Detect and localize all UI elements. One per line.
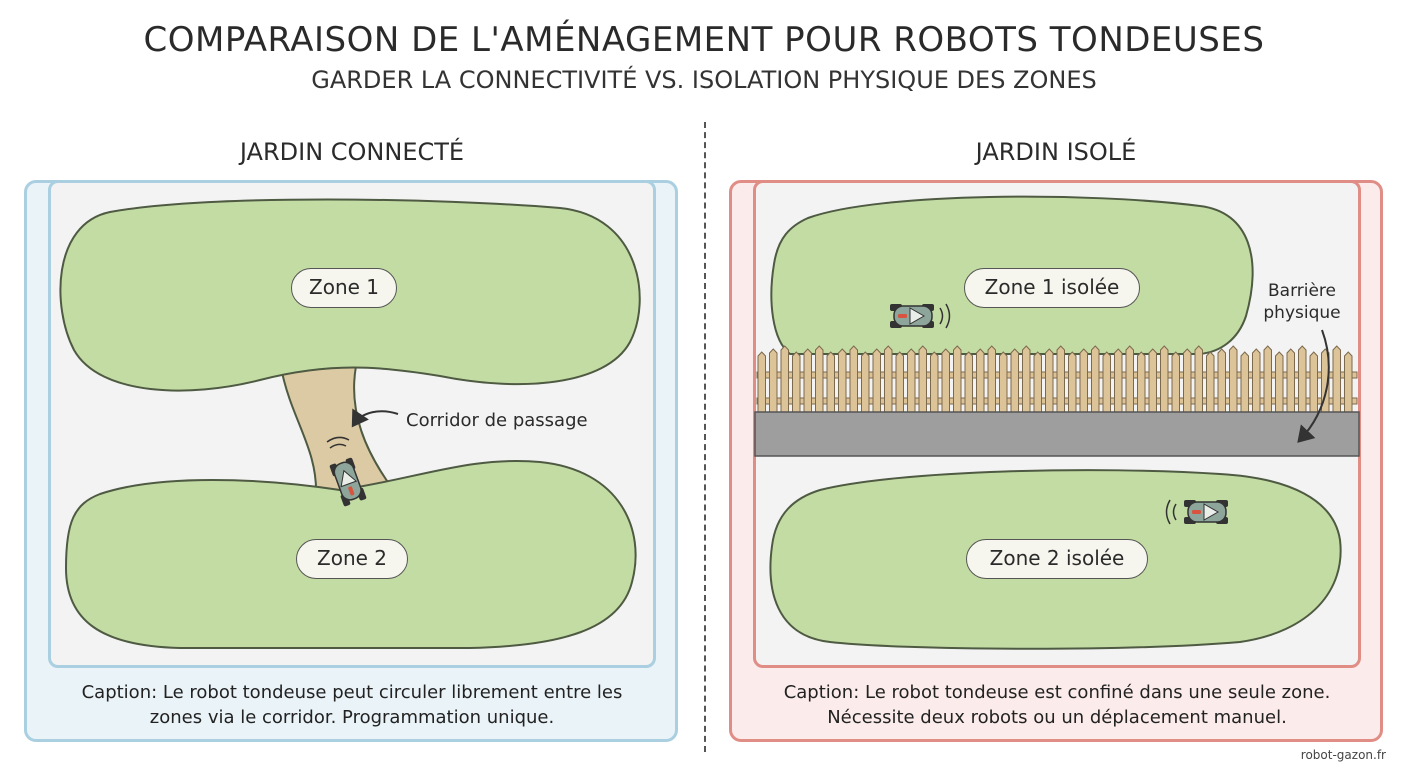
fence-picket (1148, 348, 1157, 413)
right-caption-line2: Nécessite deux robots ou un déplacement … (827, 707, 1287, 728)
fence-picket (1160, 345, 1169, 413)
fence-picket (964, 351, 973, 413)
fence-picket (1045, 348, 1054, 413)
isolated-zone-2-label: Zone 2 isolée (966, 539, 1148, 579)
page-title: COMPARAISON DE L'AMÉNAGEMENT POUR ROBOTS… (143, 20, 1265, 60)
fence-picket (1275, 351, 1284, 413)
signal-waves-icon (326, 436, 350, 449)
fence-picket (815, 345, 824, 413)
fence-picket (1068, 351, 1077, 413)
fence-picket (907, 348, 916, 413)
left-panel-title: JARDIN CONNECTÉ (239, 138, 465, 166)
center-divider (704, 122, 706, 752)
barrier-arrow-icon (1297, 329, 1330, 443)
fence-picket (941, 348, 950, 413)
fence-picket (1033, 351, 1042, 413)
robot-mower-zone2-icon (1184, 500, 1228, 524)
fence-picket (1206, 351, 1215, 413)
fence-picket (1194, 345, 1203, 413)
fence-picket (895, 351, 904, 413)
fence-picket (1217, 348, 1226, 413)
fence-picket (930, 351, 939, 413)
zone-1-label: Zone 1 (291, 268, 397, 308)
left-caption: Caption: Le robot tondeuse peut circuler… (32, 680, 672, 730)
corridor-label: Corridor de passage (406, 410, 588, 431)
right-caption: Caption: Le robot tondeuse est confiné d… (737, 680, 1377, 730)
fence-picket (1252, 348, 1261, 413)
fence-picket (1056, 345, 1065, 413)
fence-picket (792, 351, 801, 413)
right-panel-title: JARDIN ISOLÉ (975, 138, 1137, 166)
fence-picket (953, 345, 962, 413)
fence-picket (872, 348, 881, 413)
fence-picket (1125, 345, 1134, 413)
fence-picket (1079, 348, 1088, 413)
fence-picket (1286, 348, 1295, 413)
fence-picket (1010, 348, 1019, 413)
fence-base (754, 411, 1360, 457)
fence-picket (1114, 348, 1123, 413)
fence-picket (1102, 351, 1111, 413)
fence-picket (849, 345, 858, 413)
left-caption-line1: Caption: Le robot tondeuse peut circuler… (81, 682, 623, 703)
fence-picket (1171, 351, 1180, 413)
signal-waves-zone1-icon (939, 303, 951, 329)
robot-mower-icon (329, 457, 367, 507)
right-caption-line1: Caption: Le robot tondeuse est confiné d… (783, 682, 1331, 703)
fence-picket (1332, 345, 1341, 413)
fence-picket (1183, 348, 1192, 413)
fence-picket (884, 345, 893, 413)
fence-picket (999, 351, 1008, 413)
fence-picket (757, 351, 766, 413)
barrier-label-line2: physique (1263, 303, 1341, 323)
isolated-zone-1-label: Zone 1 isolée (964, 268, 1140, 308)
fence-picket (780, 345, 789, 413)
fence-picket (987, 345, 996, 413)
signal-waves-zone2-icon (1165, 499, 1177, 525)
fence-picket (1091, 345, 1100, 413)
fence-picket (1022, 345, 1031, 413)
fence-picket (803, 348, 812, 413)
corridor-arrow-icon (351, 408, 399, 428)
fence-picket (1240, 351, 1249, 413)
barrier-label: Barrière physique (1248, 280, 1356, 324)
fence-picket (861, 351, 870, 413)
fence-barrier (756, 345, 1358, 413)
fence-picket (1229, 345, 1238, 413)
fence-picket (826, 351, 835, 413)
barrier-label-line1: Barrière (1267, 281, 1337, 301)
fence-picket (1263, 345, 1272, 413)
fence-picket (976, 348, 985, 413)
site-credit: robot-gazon.fr (1300, 748, 1386, 762)
fence-picket (1344, 351, 1353, 413)
fence-picket (918, 345, 927, 413)
robot-mower-zone1-icon (890, 304, 934, 328)
fence-picket (838, 348, 847, 413)
page-subtitle: GARDER LA CONNECTIVITÉ VS. ISOLATION PHY… (311, 66, 1097, 94)
fence-picket (1309, 351, 1318, 413)
fence-picket (1137, 351, 1146, 413)
fence-picket (769, 348, 778, 413)
zone-2-label: Zone 2 (296, 539, 408, 579)
fence-picket (1298, 345, 1307, 413)
left-caption-line2: zones via le corridor. Programmation uni… (149, 707, 555, 728)
